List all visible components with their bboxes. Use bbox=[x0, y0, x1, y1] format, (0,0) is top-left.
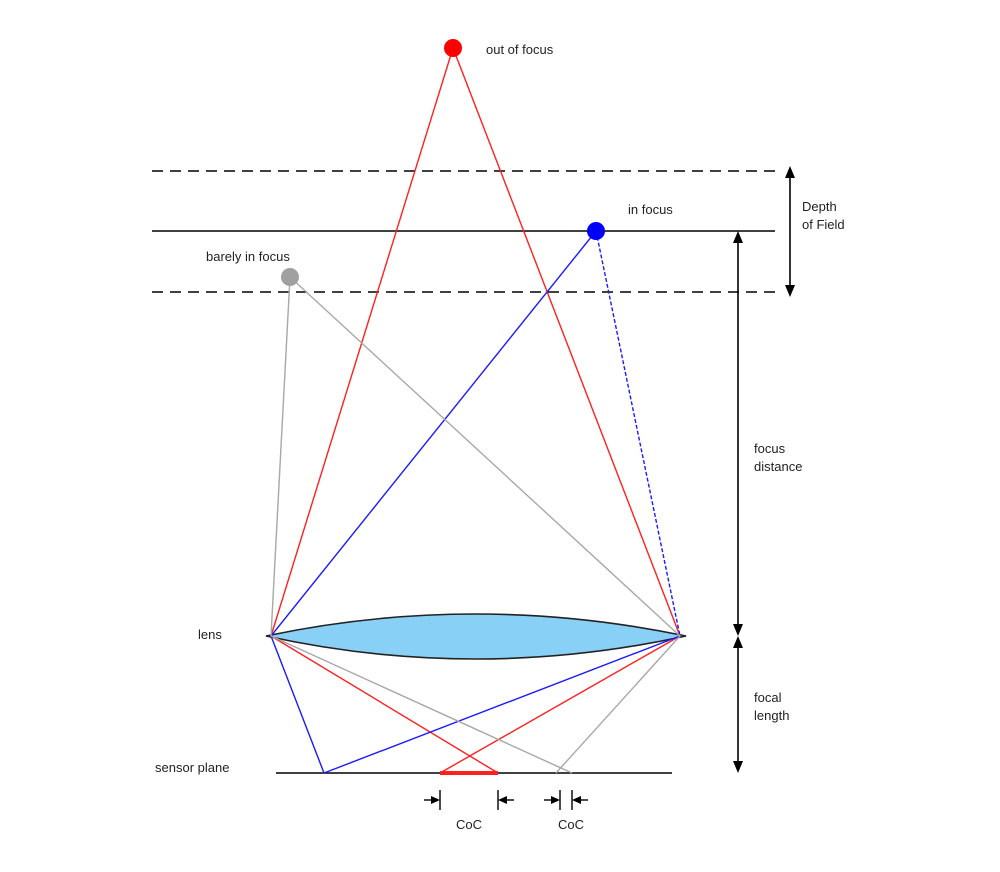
barely-in-focus-point bbox=[281, 268, 299, 286]
gray-ray-left-lower bbox=[270, 635, 573, 774]
focal-length-label-line2: length bbox=[754, 708, 789, 723]
lens-label: lens bbox=[198, 627, 222, 642]
out-of-focus-point bbox=[444, 39, 462, 57]
depth-of-field-label-line1: Depth bbox=[802, 199, 837, 214]
sensor-plane-label: sensor plane bbox=[155, 760, 229, 775]
gray-ray-right-lower bbox=[555, 635, 681, 774]
coc-left-label: CoC bbox=[456, 817, 482, 832]
focus-distance-label-line2: distance bbox=[754, 459, 802, 474]
in-focus-rays bbox=[270, 230, 681, 774]
barely-in-focus-rays bbox=[270, 276, 681, 774]
blue-ray-right-upper bbox=[595, 230, 681, 637]
focus-distance-arrow bbox=[733, 231, 743, 636]
out-of-focus-label: out of focus bbox=[486, 42, 554, 57]
barely-in-focus-label: barely in focus bbox=[206, 249, 290, 264]
lens-shape bbox=[265, 613, 687, 660]
blue-ray-left-upper bbox=[270, 230, 597, 637]
focus-distance-label-line1: focus bbox=[754, 441, 786, 456]
blue-ray-left-lower bbox=[270, 635, 325, 774]
red-ray-left-lower bbox=[270, 635, 499, 774]
in-focus-point bbox=[587, 222, 605, 240]
coc-left-dimension bbox=[424, 790, 514, 810]
gray-ray-right-upper bbox=[289, 276, 681, 637]
depth-of-field-arrow bbox=[785, 166, 795, 297]
red-ray-left-upper bbox=[270, 47, 454, 637]
red-ray-right-upper bbox=[452, 47, 681, 637]
coc-right-dimension bbox=[544, 790, 588, 810]
gray-ray-left-upper bbox=[270, 276, 291, 637]
blue-ray-right-lower bbox=[323, 635, 681, 774]
in-focus-label: in focus bbox=[628, 202, 673, 217]
red-ray-right-lower bbox=[439, 635, 681, 774]
depth-of-field-label-line2: of Field bbox=[802, 217, 845, 232]
coc-right-label: CoC bbox=[558, 817, 584, 832]
out-of-focus-rays bbox=[270, 47, 681, 774]
focal-length-arrow bbox=[733, 636, 743, 773]
focal-length-label-line1: focal bbox=[754, 690, 782, 705]
